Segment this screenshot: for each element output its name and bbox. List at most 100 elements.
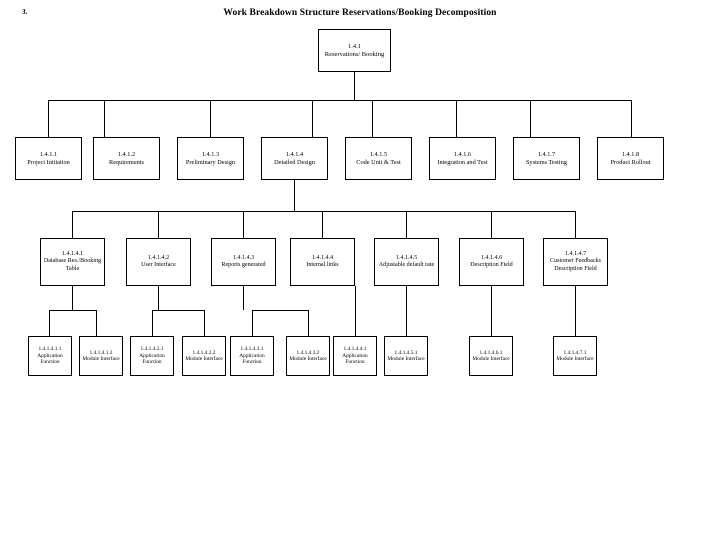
- wbs-node-id: 1.4.1.4: [285, 151, 304, 159]
- wbs-node-label: Database Res./Booking Table: [43, 258, 102, 272]
- wbs-node-level1-8[interactable]: 1.4.1.8 Product Rollout: [597, 137, 664, 180]
- wbs-node-label: Application Function: [239, 352, 265, 366]
- wbs-node-label: Application Function: [342, 352, 368, 366]
- wbs-node-id: 1.4.1.5: [369, 151, 388, 159]
- wbs-node-label: Module Interface: [387, 356, 425, 362]
- wbs-node-id: 1.4.1.4.6.1: [479, 349, 503, 356]
- wbs-node-id: 1.4.1.8: [621, 151, 640, 159]
- connector-level3-drop-1: [49, 310, 50, 336]
- wbs-node-label: Requirements: [109, 158, 144, 166]
- wbs-node-label: Code Unit & Test: [356, 158, 401, 166]
- wbs-node-level3-1[interactable]: 1.4.1.4.1.1 Application Function: [28, 336, 72, 376]
- wbs-node-level2-6[interactable]: 1.4.1.4.6 Description Field: [459, 238, 524, 286]
- wbs-node-label: Reports generated: [221, 262, 266, 268]
- page-title: Work Breakdown Structure Reservations/Bo…: [223, 8, 497, 18]
- connector-level3-parent-drop-3: [243, 286, 244, 310]
- wbs-node-label: Module Interface: [556, 356, 594, 362]
- wbs-node-id: 1.4.1.4.3.2: [296, 349, 320, 356]
- wbs-node-id: 1.4.1.4.2: [147, 254, 170, 261]
- wbs-node-label: Description Field: [470, 262, 513, 268]
- wbs-node-label: Module Interface: [185, 356, 223, 362]
- wbs-node-id: 1.4.1.4.2.2: [192, 349, 216, 356]
- connector-level3-drop-2: [96, 310, 97, 336]
- connector-level1-bus: [48, 100, 631, 101]
- connector-level3-drop-8: [406, 286, 407, 336]
- wbs-node-level1-1[interactable]: 1.4.1.1 Project Initiation: [15, 137, 82, 180]
- connector-level2-drop-4: [322, 211, 323, 238]
- connector-level2-drop-2: [158, 211, 159, 238]
- wbs-node-id: 1.4.1.4.4.1: [343, 346, 367, 353]
- wbs-node-id: 1.4.1.4.1: [61, 251, 84, 258]
- wbs-node-level1-4[interactable]: 1.4.1.4 Detailed Design: [261, 137, 328, 180]
- wbs-node-level1-2[interactable]: 1.4.1.2 Requirements: [93, 137, 160, 180]
- wbs-node-level2-4[interactable]: 1.4.1.4.4 Internal links: [290, 238, 355, 286]
- wbs-node-id: 1.4.1.4.3: [232, 254, 255, 261]
- wbs-node-level3-2[interactable]: 1.4.1.4.1.2 Module Interface: [79, 336, 123, 376]
- wbs-node-level3-7[interactable]: 1.4.1.4.4.1 Application Function: [333, 336, 377, 376]
- wbs-node-id: 1.4.1.1: [39, 151, 58, 159]
- wbs-node-id: 1.4.1.4.4: [311, 254, 334, 261]
- wbs-node-id: 1.4.1.4.2.1: [140, 346, 164, 353]
- connector-level1-drop-4: [312, 100, 313, 137]
- wbs-node-level2-5[interactable]: 1.4.1.4.5 Adjustable default rate: [374, 238, 439, 286]
- connector-level2-bus: [72, 211, 575, 212]
- wbs-node-label: Detailed Design: [274, 158, 315, 166]
- wbs-node-id: 1.4.1.4.6: [480, 254, 503, 261]
- connector-level1-drop-1: [48, 100, 49, 137]
- connector-level2-drop-1: [72, 211, 73, 238]
- wbs-node-level3-9[interactable]: 1.4.1.4.6.1 Module Interface: [469, 336, 513, 376]
- connector-level2-drop-3: [243, 211, 244, 238]
- wbs-node-level2-1[interactable]: 1.4.1.4.1 Database Res./Booking Table: [40, 238, 105, 286]
- connector-level2-drop-7: [575, 211, 576, 238]
- wbs-node-label: User Interface: [141, 262, 176, 268]
- wbs-node-level1-5[interactable]: 1.4.1.5 Code Unit & Test: [345, 137, 412, 180]
- connector-level1-drop-3: [210, 100, 211, 137]
- wbs-node-id: 1.4.1.7: [537, 151, 556, 159]
- connector-level3-drop-9: [491, 286, 492, 336]
- wbs-node-label: Reservations/ Booking: [324, 50, 385, 58]
- wbs-node-level1-6[interactable]: 1.4.1.6 Integration and Test: [429, 137, 496, 180]
- wbs-node-id: 1.4.1.4.1.2: [89, 349, 113, 356]
- wbs-node-label: Application Function: [37, 352, 63, 366]
- connector-level3-bus-2: [152, 310, 204, 311]
- wbs-node-id: 1.4.1: [348, 42, 361, 50]
- wbs-node-level3-8[interactable]: 1.4.1.4.5.1 Module Interface: [384, 336, 428, 376]
- connector-level3-drop-3: [152, 310, 153, 336]
- connector-level1-drop-8: [631, 100, 632, 137]
- wbs-node-label: Project Initiation: [27, 158, 70, 166]
- wbs-node-id: 1.4.1.4.5.1: [394, 349, 418, 356]
- wbs-node-id: 1.4.1.4.7: [564, 251, 587, 258]
- wbs-node-label: Preliminary Design: [185, 158, 236, 166]
- wbs-node-label: Adjustable default rate: [378, 262, 435, 268]
- connector-root-drop: [354, 72, 355, 100]
- connector-level1-drop-5: [372, 100, 373, 137]
- wbs-node-label: Module Interface: [289, 356, 327, 362]
- wbs-node-level3-3[interactable]: 1.4.1.4.2.1 Application Function: [130, 336, 174, 376]
- wbs-node-id: 1.4.1.4.7.1: [563, 349, 587, 356]
- wbs-node-level3-5[interactable]: 1.4.1.4.3.1 Application Function: [230, 336, 274, 376]
- wbs-node-level1-3[interactable]: 1.4.1.3 Preliminary Design: [177, 137, 244, 180]
- wbs-node-level2-2[interactable]: 1.4.1.4.2 User Interface: [126, 238, 191, 286]
- connector-level1-drop-6: [456, 100, 457, 137]
- wbs-node-level3-4[interactable]: 1.4.1.4.2.2 Module Interface: [182, 336, 226, 376]
- wbs-node-level3-6[interactable]: 1.4.1.4.3.2 Module Interface: [286, 336, 330, 376]
- wbs-node-level1-7[interactable]: 1.4.1.7 Systems Testing: [513, 137, 580, 180]
- wbs-node-id: 1.4.1.4.5: [395, 254, 418, 261]
- connector-level3-parent-drop-1: [72, 286, 73, 310]
- wbs-node-root[interactable]: 1.4.1 Reservations/ Booking: [318, 29, 391, 72]
- wbs-node-label: Application Function: [139, 352, 165, 366]
- wbs-node-level2-3[interactable]: 1.4.1.4.3 Reports generated: [211, 238, 276, 286]
- wbs-node-level2-7[interactable]: 1.4.1.4.7 Customer Feedbacks Description…: [543, 238, 608, 286]
- connector-level1-drop-7: [530, 100, 531, 137]
- wbs-node-id: 1.4.1.3: [201, 151, 220, 159]
- connector-level3-drop-6: [308, 310, 309, 336]
- wbs-node-label: Integration and Test: [437, 158, 488, 166]
- wbs-node-label: Module Interface: [472, 356, 510, 362]
- connector-level3-drop-4: [204, 310, 205, 336]
- wbs-node-label: Customer Feedbacks Description Field: [550, 258, 601, 272]
- wbs-node-id: 1.4.1.2: [117, 151, 136, 159]
- page-marker: 3.: [22, 8, 28, 16]
- wbs-node-level3-10[interactable]: 1.4.1.4.7.1 Module Interface: [553, 336, 597, 376]
- wbs-node-label: Internal links: [306, 262, 339, 268]
- connector-level2-drop-6: [491, 211, 492, 238]
